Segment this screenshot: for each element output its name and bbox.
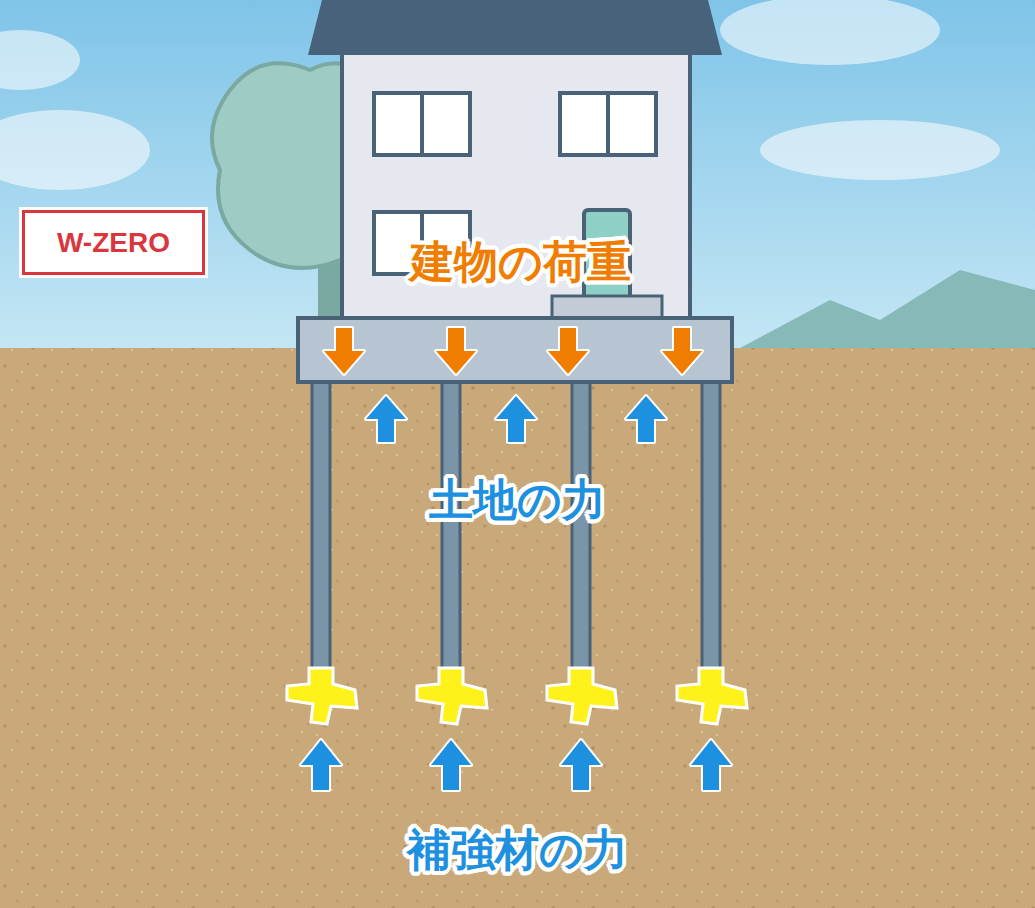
logo-box: W-ZERO — [22, 210, 205, 275]
piles — [312, 380, 720, 680]
screw-tip — [287, 668, 357, 724]
soil-force-label: 土地の力 — [429, 476, 606, 524]
foundation-slab — [298, 318, 732, 382]
reinforcement-force-label: 補強材の力 — [407, 826, 628, 874]
house — [308, 0, 722, 320]
down-arrow — [662, 328, 702, 374]
screw-tip — [547, 668, 617, 724]
up-arrow — [626, 396, 666, 442]
down-arrow — [548, 328, 588, 374]
logo-text: W-ZERO — [57, 227, 170, 259]
screw-tip — [417, 668, 487, 724]
ground — [0, 348, 1035, 908]
up-arrow — [691, 740, 731, 790]
load-label: 建物の荷重 — [410, 238, 631, 286]
down-arrow — [324, 328, 364, 374]
up-arrow — [561, 740, 601, 790]
up-arrow — [366, 396, 406, 442]
mountain — [740, 270, 1035, 348]
up-arrow — [496, 396, 536, 442]
down-arrow — [436, 328, 476, 374]
screw-tip — [677, 668, 747, 724]
up-arrow — [431, 740, 471, 790]
up-arrow — [301, 740, 341, 790]
force-arrows — [301, 328, 731, 790]
screw-tips — [287, 668, 747, 724]
